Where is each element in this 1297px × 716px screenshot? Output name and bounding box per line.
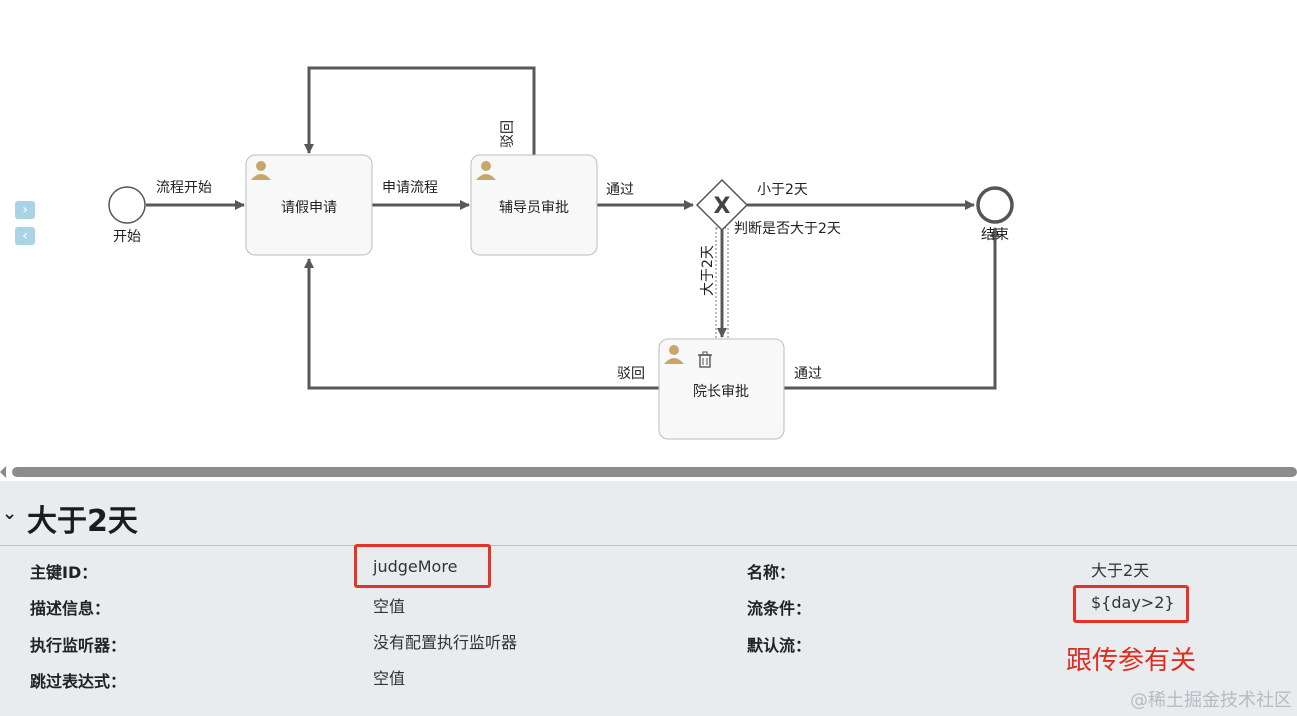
start-event-label: 开始 <box>113 229 141 245</box>
expand-right-icon[interactable]: › <box>15 201 35 219</box>
listener-value[interactable]: 没有配置执行监听器 <box>373 633 518 652</box>
listener-label: 执行监听器： <box>30 636 127 655</box>
description-value[interactable]: 空值 <box>373 597 406 616</box>
end-event-label: 结束 <box>981 227 1009 243</box>
scroll-left-icon[interactable] <box>0 466 6 478</box>
edge-label-less-than-2: 小于2天 <box>757 182 808 198</box>
collapse-left-icon[interactable]: ‹ <box>15 227 35 245</box>
gateway-label: 判断是否大于2天 <box>734 221 841 237</box>
watermark: @稀土掘金技术社区 <box>1130 690 1292 711</box>
trash-icon[interactable] <box>698 351 712 368</box>
task-leave-request-label: 请假申请 <box>281 200 337 216</box>
task-leave-request[interactable]: 请假申请 <box>245 154 373 256</box>
edge-label-dean-reject: 驳回 <box>617 366 645 382</box>
horizontal-scrollbar[interactable] <box>0 465 1297 479</box>
edge-more-than-2[interactable] <box>715 227 729 344</box>
skip-expression-value[interactable]: 空值 <box>373 669 406 688</box>
process-diagram: 流程开始 申请流程 驳回 通过 小于2天 大于2天 驳回 通过 开始 请假申请 <box>108 66 1014 440</box>
task-dean-review-label: 院长审批 <box>693 384 749 400</box>
annotation-text: 跟传参有关 <box>1066 646 1197 676</box>
id-value[interactable]: judgeMore <box>373 557 458 576</box>
exclusive-gateway[interactable]: X <box>695 178 749 232</box>
end-event[interactable] <box>976 186 1014 224</box>
edge-dean-reject[interactable] <box>304 258 659 390</box>
chevron-down-icon[interactable]: ⌄ <box>2 503 18 524</box>
edge-label-start: 流程开始 <box>156 180 212 196</box>
task-dean-review[interactable]: 院长审批 <box>658 338 785 440</box>
edge-label-dean-pass: 通过 <box>794 366 822 382</box>
condition-highlight-box <box>1073 585 1189 623</box>
gateway-x-icon: X <box>714 194 731 219</box>
user-icon <box>251 161 271 180</box>
scroll-thumb[interactable] <box>12 467 1297 477</box>
properties-panel: ⌄ 大于2天 主键ID： judgeMore 名称： 大于2天 描述信息： 空值… <box>0 481 1297 716</box>
edge-label-counselor-pass: 通过 <box>606 182 634 198</box>
task-counselor-review[interactable]: 辅导员审批 <box>470 154 598 256</box>
start-event[interactable] <box>108 186 146 224</box>
name-value[interactable]: 大于2天 <box>1091 561 1150 580</box>
edge-label-more-than-2: 大于2天 <box>700 245 716 296</box>
name-label: 名称： <box>747 563 796 582</box>
user-icon <box>476 161 496 180</box>
edge-label-counselor-reject: 驳回 <box>500 120 516 148</box>
id-highlight-box <box>354 544 491 588</box>
edge-counselor-reject[interactable] <box>304 66 536 155</box>
id-label: 主键ID： <box>30 563 98 582</box>
edge-label-apply: 申请流程 <box>382 180 438 196</box>
description-label: 描述信息： <box>30 599 111 618</box>
panel-title: 大于2天 <box>27 504 138 539</box>
process-canvas[interactable]: › ‹ 流程开始 申请流程 驳回 通过 小于2天 大于2天 驳回 <box>0 0 1297 462</box>
user-icon <box>664 345 684 364</box>
properties-header: ⌄ 大于2天 <box>0 481 1297 546</box>
skip-expression-label: 跳过表达式： <box>30 672 127 691</box>
condition-label: 流条件： <box>747 599 812 618</box>
task-counselor-review-label: 辅导员审批 <box>499 200 569 216</box>
default-flow-label: 默认流： <box>747 636 812 655</box>
condition-value[interactable]: ${day>2} <box>1091 593 1175 612</box>
edge-dean-pass[interactable] <box>784 227 1000 390</box>
